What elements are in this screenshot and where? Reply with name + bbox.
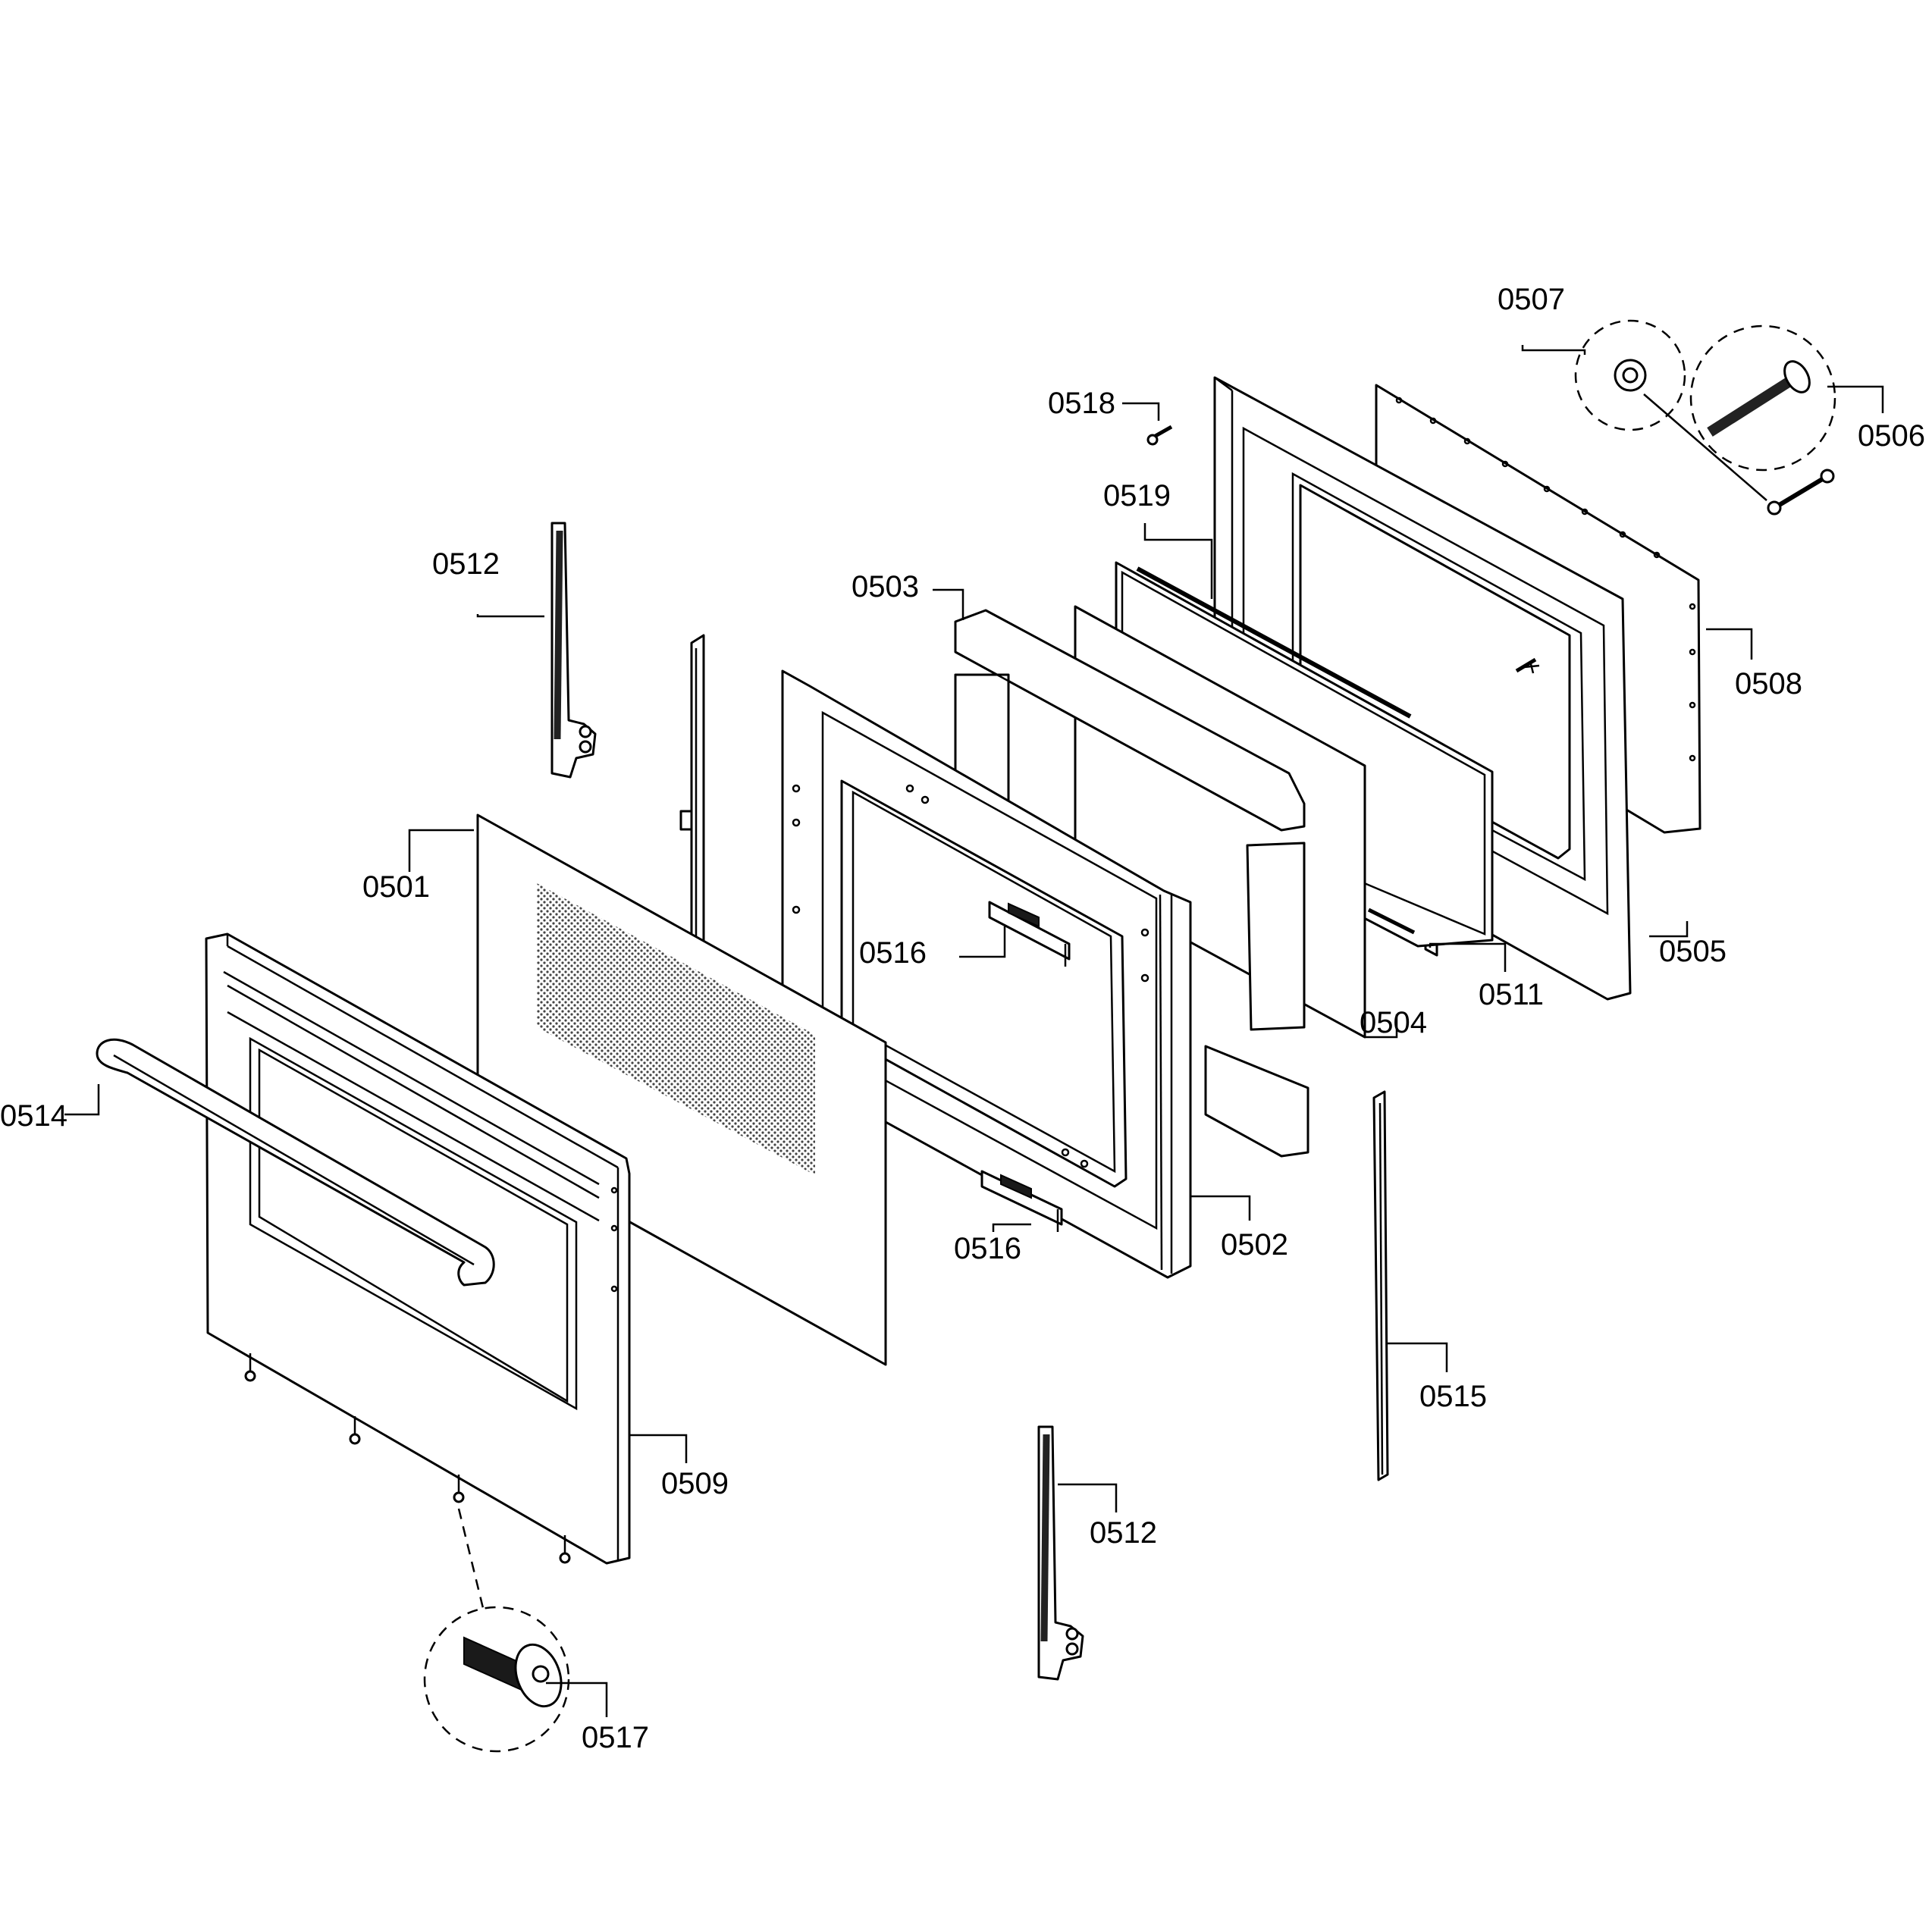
label-0515: 0515 xyxy=(1419,1380,1487,1413)
hinge-arm-upper xyxy=(550,522,597,779)
label-0516-lower: 0516 xyxy=(954,1232,1021,1265)
inner-door-frame xyxy=(781,669,1192,1279)
bolt-0506 xyxy=(1689,324,1836,516)
small-screw-0518 xyxy=(1146,425,1173,446)
part-labels: 0507 0518 0506 0519 0512 0503 0508 0501 … xyxy=(0,283,1925,1754)
label-0511: 0511 xyxy=(1479,978,1544,1011)
label-0517: 0517 xyxy=(582,1721,649,1754)
label-0503: 0503 xyxy=(852,570,919,603)
label-0508: 0508 xyxy=(1735,667,1802,701)
label-0512-upper: 0512 xyxy=(432,547,500,581)
label-0514: 0514 xyxy=(0,1099,67,1133)
screw-detail-0517 xyxy=(423,1508,570,1753)
label-0509: 0509 xyxy=(661,1467,729,1500)
outer-door xyxy=(205,932,631,1565)
label-0505: 0505 xyxy=(1659,935,1727,968)
left-side-rail xyxy=(679,634,705,953)
label-0519: 0519 xyxy=(1103,479,1171,512)
hinge-arm-lower xyxy=(1037,1425,1084,1681)
washer-0507 xyxy=(1574,319,1767,501)
label-0506: 0506 xyxy=(1858,419,1925,453)
hinge-bracket-lower xyxy=(980,1170,1063,1232)
label-0502: 0502 xyxy=(1221,1228,1288,1262)
label-0518: 0518 xyxy=(1048,387,1115,420)
door-bottom-screws xyxy=(244,1353,571,1564)
label-0507: 0507 xyxy=(1498,283,1565,316)
door-handle xyxy=(96,1038,495,1287)
outer-glass-panel xyxy=(476,813,887,1366)
label-0516-upper: 0516 xyxy=(859,936,927,970)
insulation-blocks xyxy=(954,609,1309,1158)
label-0504: 0504 xyxy=(1360,1006,1427,1039)
label-0501: 0501 xyxy=(362,870,430,904)
leader-lines xyxy=(64,345,1884,1717)
hinge-bracket-upper xyxy=(988,901,1071,967)
rear-door-frame xyxy=(1213,376,1632,1001)
screw-mid-panel xyxy=(1515,657,1537,673)
right-side-rail xyxy=(1372,1090,1389,1481)
label-0512-lower: 0512 xyxy=(1090,1516,1157,1550)
